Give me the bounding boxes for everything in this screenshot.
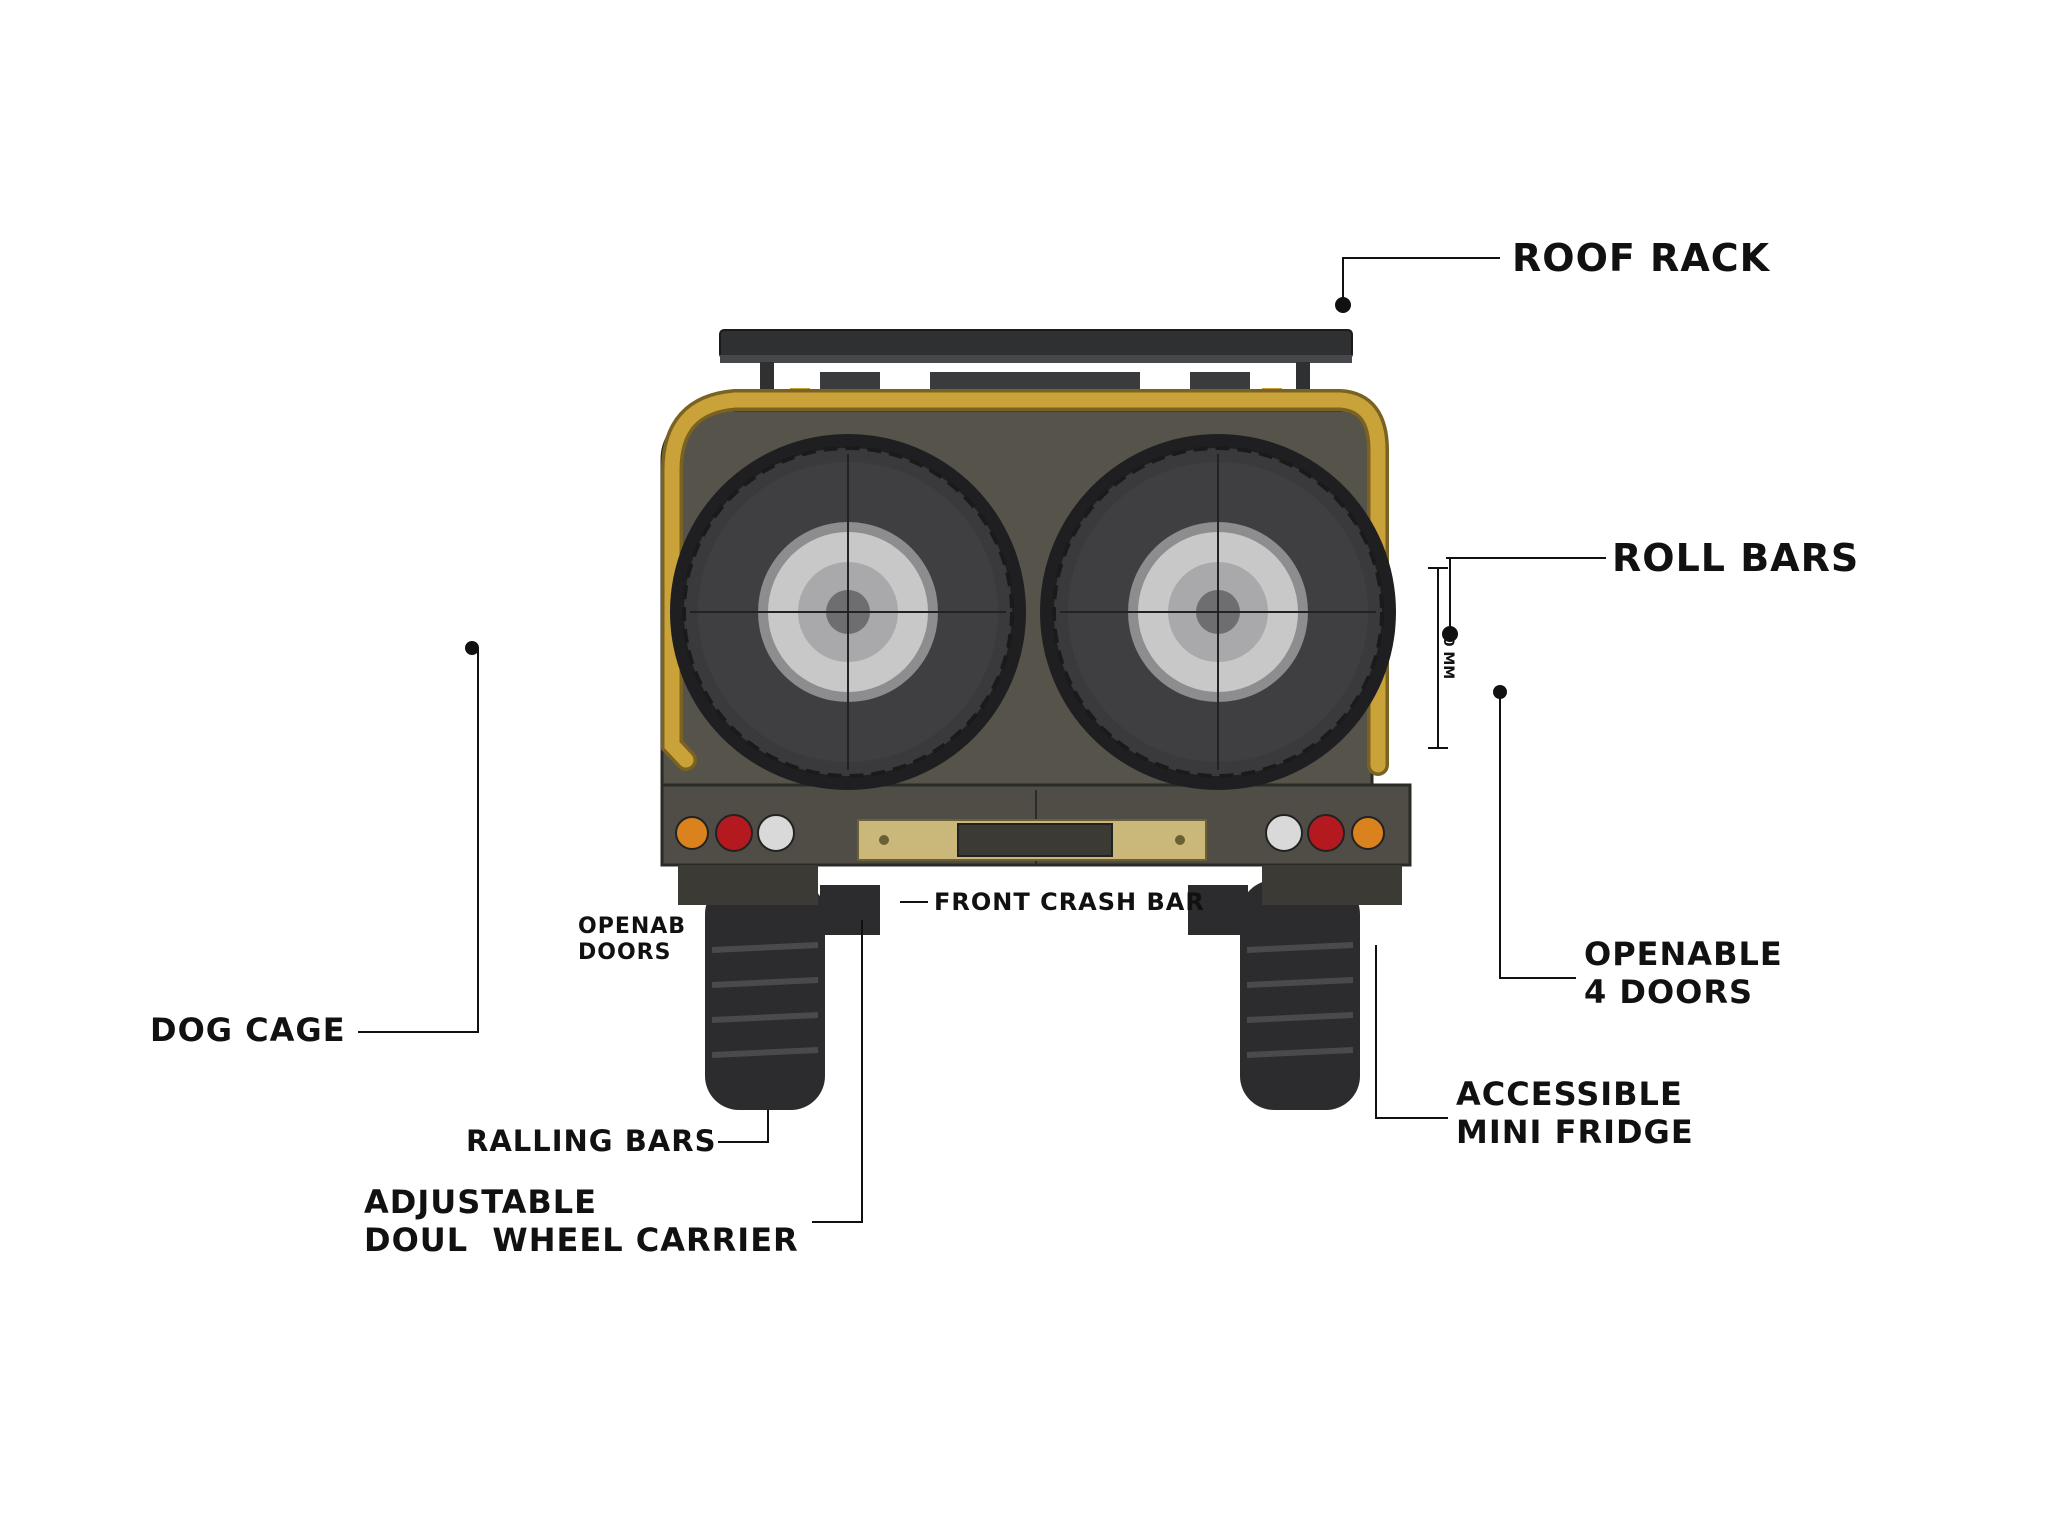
label-ralling-bars: RALLING BARS [466,1124,717,1158]
leader-ralling-bars [718,1110,769,1143]
dimension-text: 0 MM [1440,637,1456,679]
label-openable-4-doors-line1: OPENABLE [1584,935,1783,973]
leader-wheel-carrier [812,920,863,1223]
leader-roll-bars-b [1449,557,1606,630]
spare-wheel-right [1040,434,1396,790]
plate-panel [857,819,1207,861]
label-openab-doors-line1: OPENAB [578,914,687,939]
label-openab-doors-line2: DOORS [578,939,672,965]
label-adjustable-carrier-line2: DOUL WHEEL CARRIER [364,1220,799,1259]
roof-rack [719,329,1353,402]
spare-wheel-left [670,434,1026,790]
leader-roof-rack [1342,257,1500,260]
label-openab-doors: OPENAB DOORS [578,914,686,966]
dot-roll-bars [1442,626,1458,642]
label-roll-bars: ROLL BARS [1612,536,1860,580]
leader-mini-fridge [1375,945,1448,1119]
rear-wheels [705,880,1360,1110]
label-openable-4-doors: OPENABLE 4 DOORS [1584,935,1783,1012]
label-roof-rack: ROOF RACK [1512,236,1771,280]
roll-bars [661,389,1389,776]
tail-lamps-right [1265,814,1385,852]
dot-openable-4-doors [1493,685,1507,699]
leader-openable-4-doors [1499,692,1576,979]
label-accessible-fridge-line2: MINI FRIDGE [1456,1112,1694,1151]
label-dog-cage: DOG CAGE [150,1011,346,1049]
label-openable-4-doors-line2: 4 DOORS [1584,972,1754,1011]
label-adjustable-carrier-line1: ADJUSTABLE [364,1183,598,1221]
label-front-crash-bar: FRONT CRASH BAR [934,888,1205,916]
dimension-marker [1428,567,1448,749]
label-accessible-fridge-line1: ACCESSIBLE [1456,1075,1683,1113]
label-accessible-fridge: ACCESSIBLE MINI FRIDGE [1456,1075,1694,1152]
leader-dog-cage [358,647,479,1033]
leader-dots [465,297,1507,699]
leader-lines [358,257,1606,1223]
label-adjustable-carrier: ADJUSTABLE DOUL WHEEL CARRIER [364,1183,799,1260]
tail-lamps-left [675,814,795,852]
dot-dog-cage [465,641,479,655]
